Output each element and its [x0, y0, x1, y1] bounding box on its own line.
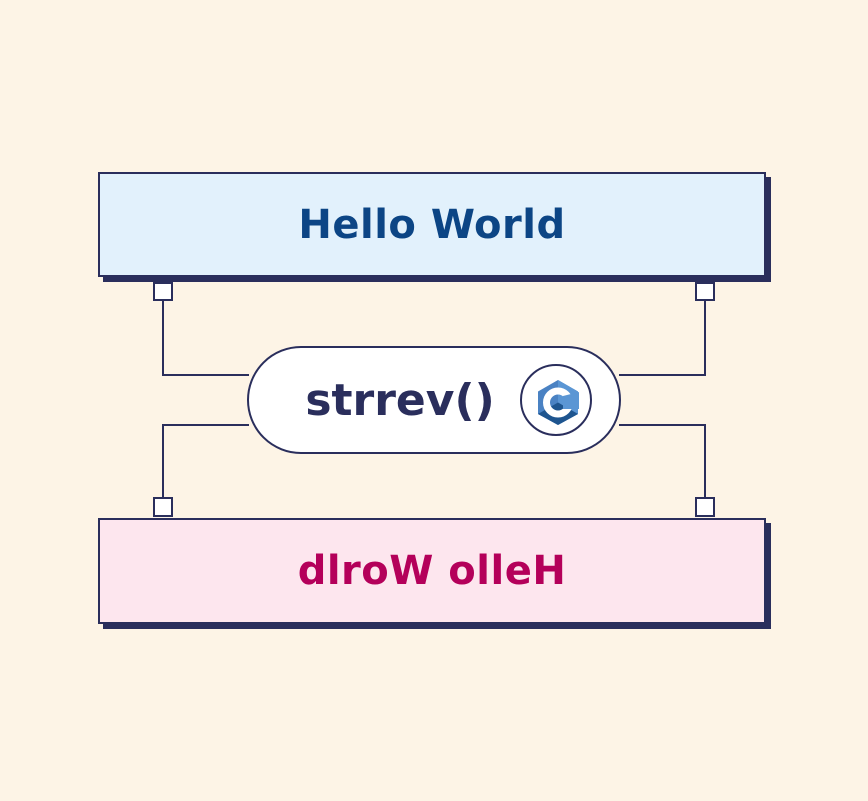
output-string-box: dlroW olleH	[98, 518, 766, 624]
input-string-text: Hello World	[298, 201, 566, 248]
cpp-logo-icon	[538, 380, 579, 425]
connector-port-bottom-right	[695, 497, 715, 517]
wire-bottom-right	[619, 424, 706, 498]
output-string-text: dlroW olleH	[297, 548, 567, 594]
wire-bottom-left	[162, 424, 249, 498]
connector-port-bottom-left	[153, 497, 173, 517]
wire-top-right	[619, 300, 706, 376]
input-string-box: Hello World	[98, 172, 766, 277]
connector-port-top-right	[695, 282, 715, 301]
function-name: strrev()	[305, 374, 495, 426]
language-badge	[520, 364, 592, 436]
connector-port-top-left	[153, 282, 173, 301]
wire-top-left	[162, 300, 249, 376]
